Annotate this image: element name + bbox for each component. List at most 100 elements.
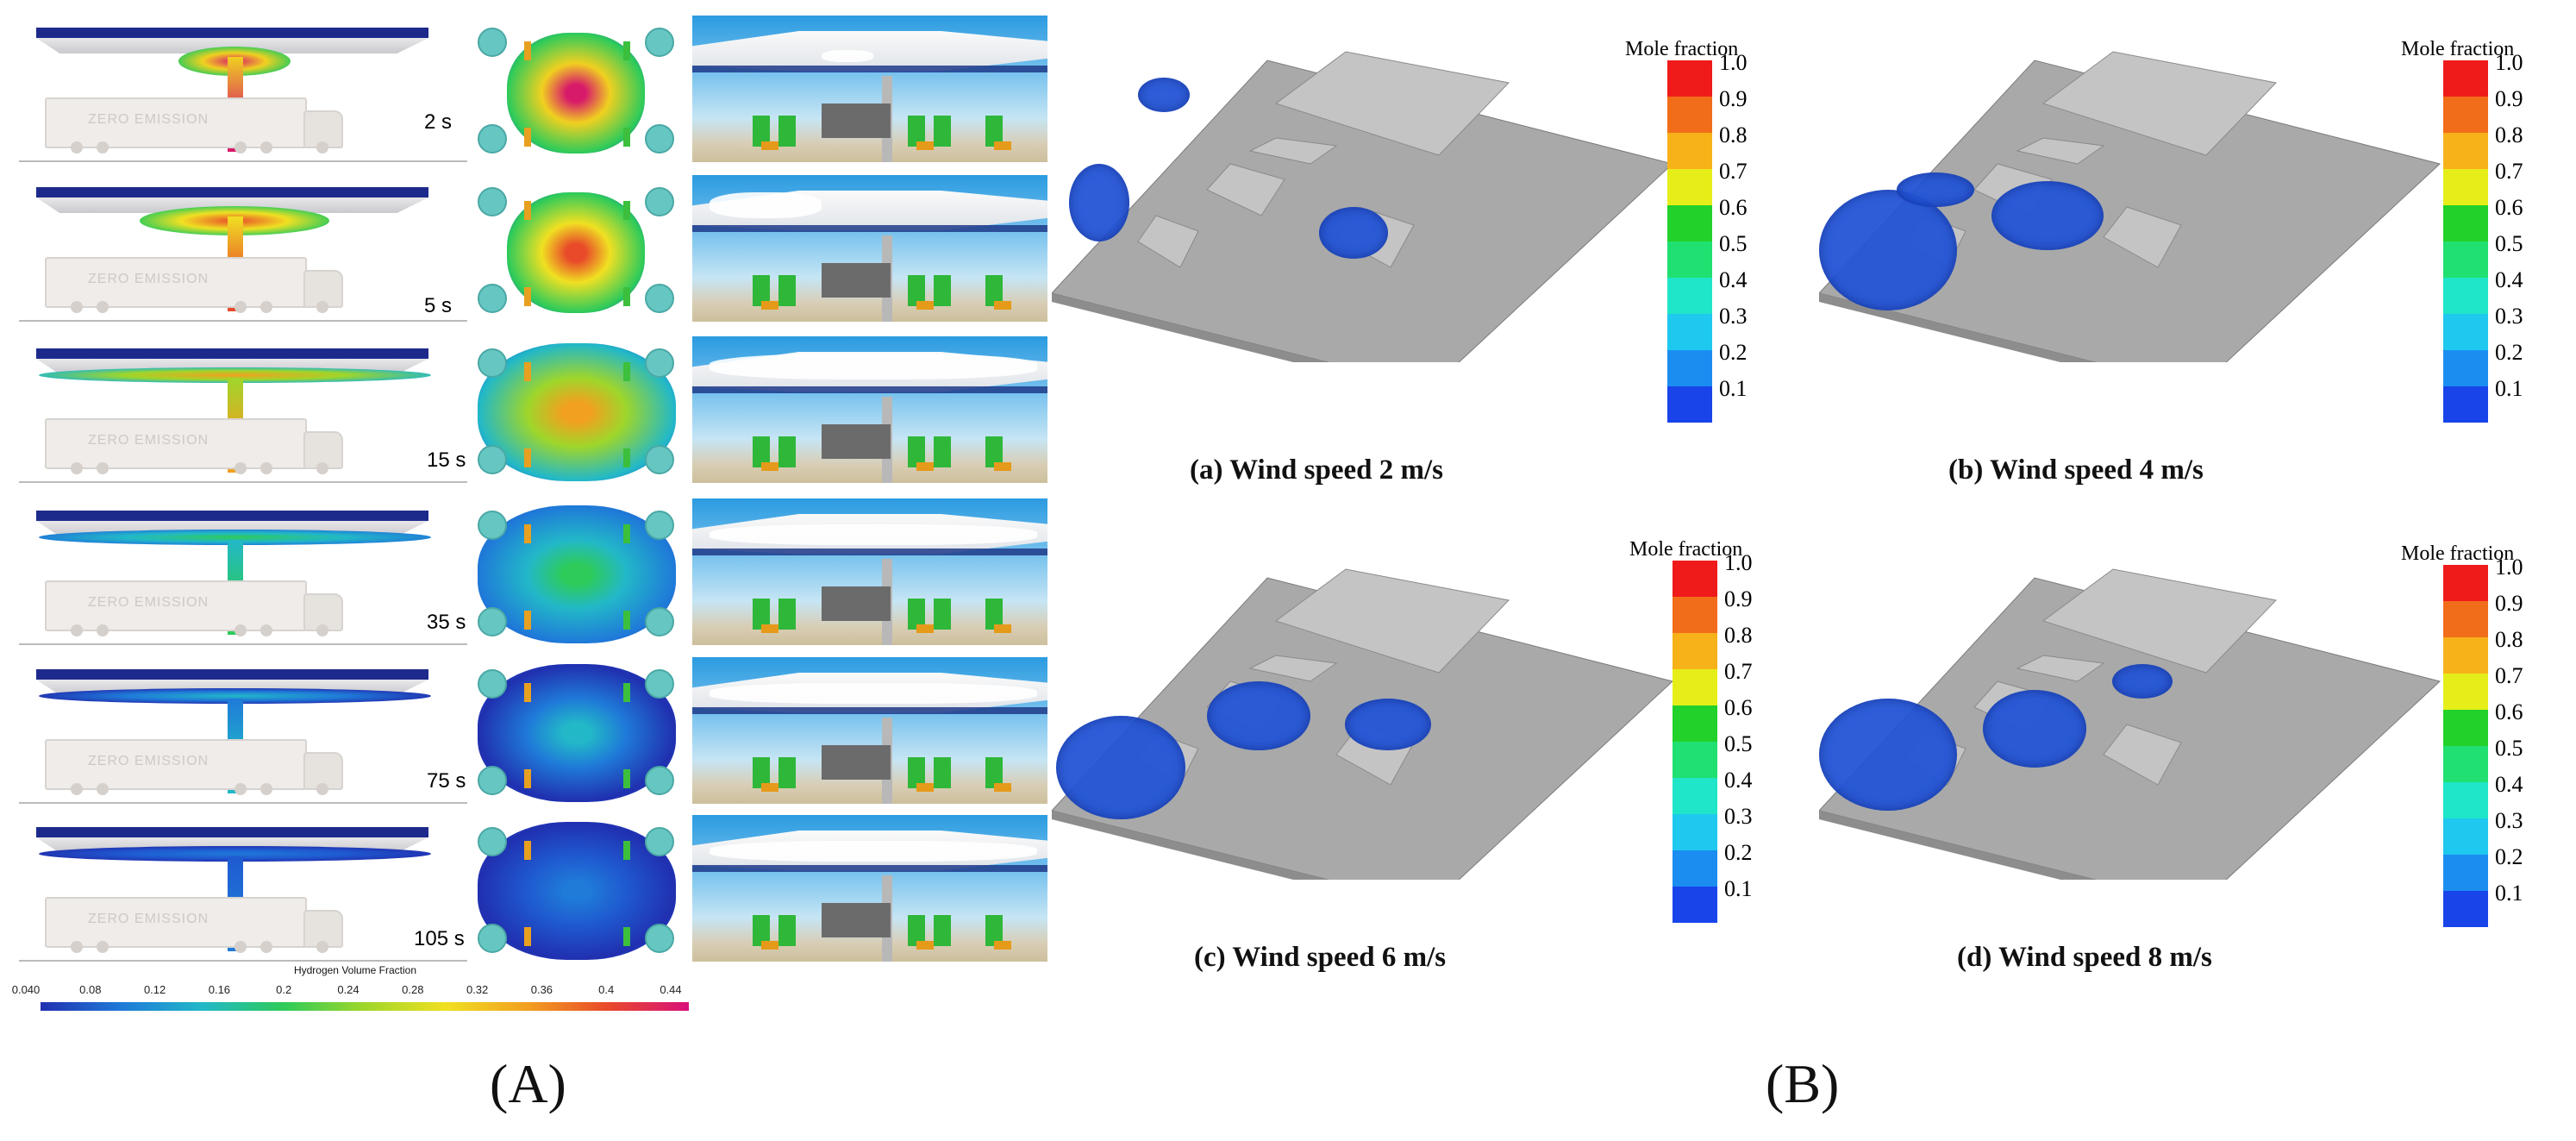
pump-base [916,301,934,310]
legend-value: 0.1 [2495,881,2523,906]
legend-value: 0.3 [2495,304,2523,329]
legend-value: 0.3 [2495,808,2523,833]
colorbar-tick-label: 0.44 [660,983,682,996]
legend-swatch [1667,205,1712,241]
panel-b-label: (B) [1766,1053,1840,1114]
side-view: ZERO EMISSION [19,815,467,962]
legend-value: 0.5 [1719,231,1748,256]
legend-swatch [1673,669,1717,705]
legend-value: 0.6 [2495,699,2523,724]
truck-logo-text: ZERO EMISSION [88,912,209,926]
subplot-caption: (a) Wind speed 2 m/s [1190,455,1444,486]
building-block [1137,215,1199,268]
ground-edge [1819,293,2095,362]
truck-wheel [260,301,272,313]
dispenser-post [478,284,507,313]
building-block [2041,51,2278,156]
dispenser-post [645,445,674,474]
canopy-roof [36,28,428,38]
truck-wheel [71,141,83,154]
building-block [1206,163,1285,216]
fuel-pump [778,436,796,467]
top-view [472,815,684,966]
dispenser-post [478,924,507,953]
legend-value: 0.8 [1724,623,1753,648]
truck-wheel [71,301,83,313]
dispenser-post [645,187,674,216]
canopy-roof [36,187,428,197]
truck-wheel [97,141,109,154]
dispenser-post [478,187,507,216]
legend-value: 0.1 [1719,376,1748,401]
dispenser-post [478,607,507,636]
legend-swatch [1667,133,1712,169]
hydrogen-cloud [1207,681,1310,750]
legend-swatch [2443,386,2488,423]
legend-swatch [2443,350,2488,386]
colorbar-gradient [41,1002,689,1011]
fuel-pump [908,275,925,306]
vehicle [822,745,891,780]
time-label: 15 s [427,448,466,472]
side-view: ZERO EMISSION [19,175,467,322]
truck-logo-text: ZERO EMISSION [88,754,209,768]
truck-wheel [97,462,109,474]
nozzle [623,683,630,702]
pump-base [994,301,1011,310]
fuel-pump [778,757,796,788]
fuel-pump [934,757,951,788]
top-view [472,336,684,487]
panel-a-label: (A) [490,1053,566,1114]
pump-base [761,462,778,471]
colorbar-tick-label: 0.24 [337,983,360,996]
truck-wheel [234,624,247,636]
legend-value: 0.7 [2495,159,2523,184]
legend-swatch [2443,60,2488,97]
truck-wheel [71,624,83,636]
legend-value: 0.7 [2495,663,2523,688]
colorbar-tick-label: 0.040 [11,983,41,996]
top-view [472,16,684,166]
nozzle [524,201,531,220]
hydrogen-cloud [2112,664,2173,699]
building-block [2016,655,2105,682]
truck-wheel [97,783,109,795]
perspective-view [692,336,1047,483]
fuel-pump [934,116,951,147]
vehicle [822,586,891,621]
hydrogen-cloud [1345,699,1431,750]
hydrogen-cloud [1991,181,2104,250]
nozzle [524,683,531,702]
nozzle [623,841,630,860]
hydrogen-cloud [1056,716,1185,819]
nozzle [524,448,531,467]
fuel-pump [778,275,796,306]
side-view: ZERO EMISSION [19,16,467,162]
nozzle [524,841,531,860]
hydrogen-cloud-top [478,664,676,802]
perspective-view [692,16,1047,162]
legend-swatch [1667,169,1712,205]
legend-value: 0.8 [2495,627,2523,652]
legend-title: Mole fraction [1629,538,1743,561]
colorbar-tick-label: 0.2 [276,983,292,996]
legend-value: 0.7 [1724,659,1753,684]
legend-value: 0.9 [1719,86,1748,111]
colorbar-tick-label: 0.08 [79,983,102,996]
truck-wheel [260,783,272,795]
legend-value: 1.0 [2495,50,2523,75]
building-block [1274,51,1510,156]
legend-swatch [1673,561,1717,597]
side-view: ZERO EMISSION [19,657,467,804]
dispenser-post [645,669,674,699]
truck-wheel [97,624,109,636]
fuel-pump [985,436,1003,467]
legend-value: 0.8 [2495,122,2523,147]
subplot-caption: (b) Wind speed 4 m/s [1948,455,2204,486]
dispenser-post [645,348,674,378]
